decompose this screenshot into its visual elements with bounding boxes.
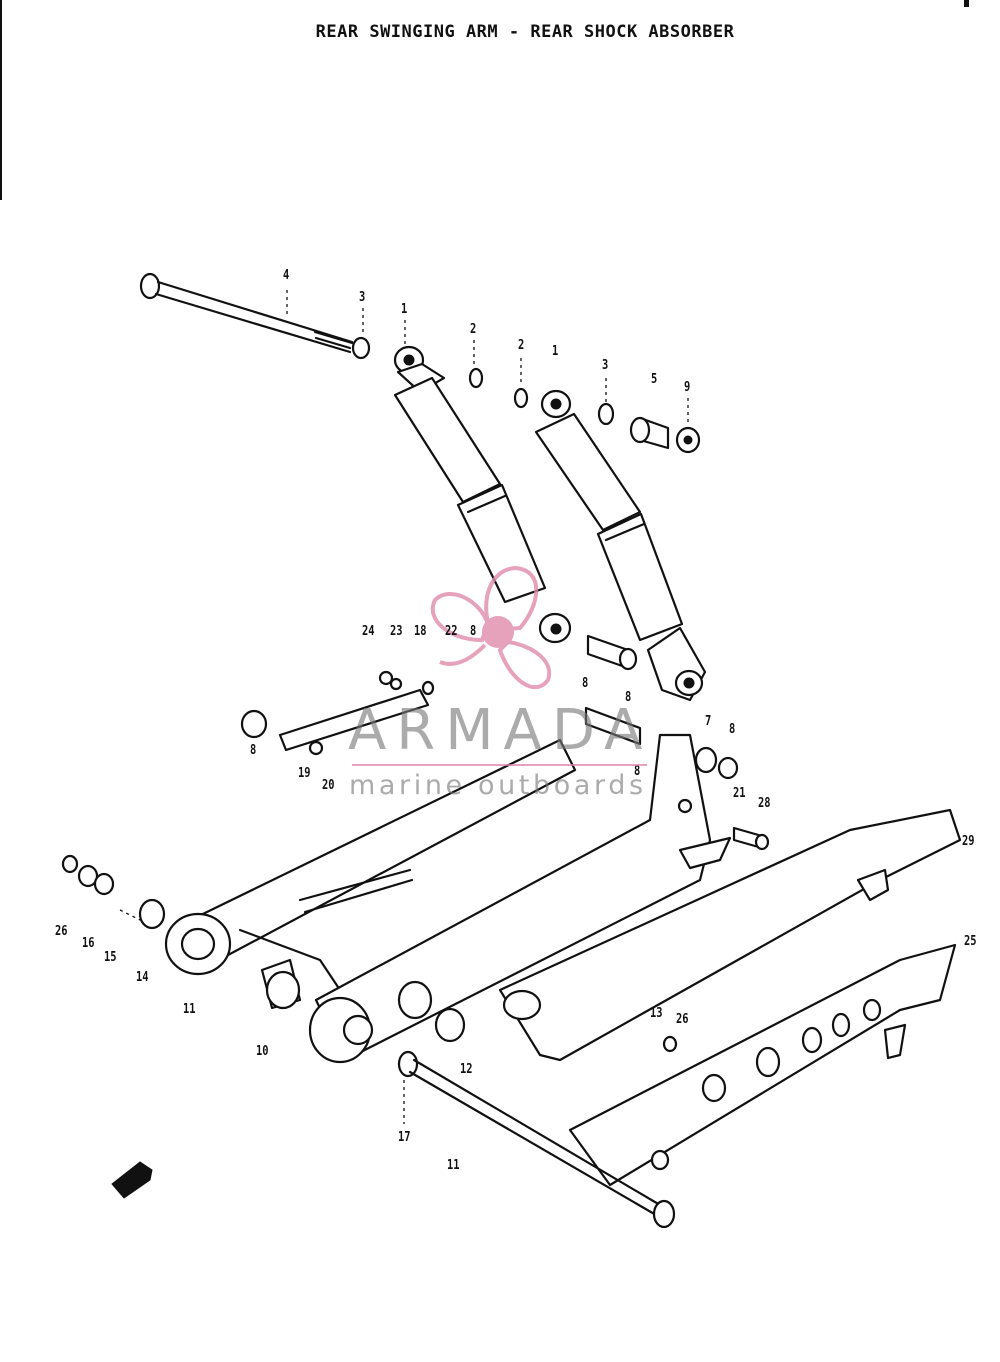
callout-label: 20 <box>322 778 335 793</box>
callout-label: 11 <box>183 1002 196 1017</box>
callout-label: 10 <box>256 1044 269 1059</box>
right-shock-absorber <box>534 389 707 702</box>
callout-label: 26 <box>676 1012 689 1027</box>
callout-label: 18 <box>414 624 427 639</box>
callout-label: 11 <box>447 1158 460 1173</box>
brake-link-parts <box>240 670 435 756</box>
callout-label: 28 <box>758 796 771 811</box>
callout-label: 2 <box>518 338 525 353</box>
pivot-shaft <box>397 1050 676 1229</box>
callout-label: 3 <box>359 290 366 305</box>
shock-bolt-part <box>139 272 371 360</box>
callout-label: 21 <box>733 786 746 801</box>
page-edge-rule <box>0 0 2 200</box>
callout-label: 29 <box>962 834 975 849</box>
callout-label: 8 <box>250 743 257 758</box>
callout-label: 2 <box>470 322 477 337</box>
callout-label: 12 <box>460 1062 473 1077</box>
corner-mark <box>964 0 969 7</box>
callout-label: 14 <box>136 970 149 985</box>
page-title: REAR SWINGING ARM - REAR SHOCK ABSORBER <box>315 22 735 42</box>
callout-label: 25 <box>964 934 977 949</box>
callout-label: 3 <box>602 358 609 373</box>
chain-case <box>568 943 957 1187</box>
callout-label: 8 <box>470 624 477 639</box>
callout-label: 9 <box>684 380 691 395</box>
chain-guard <box>498 808 962 1062</box>
callout-label: 1 <box>552 344 559 359</box>
callout-label: 22 <box>445 624 458 639</box>
watermark-rule <box>352 764 647 766</box>
callout-label: 8 <box>634 764 641 779</box>
callout-label: 8 <box>729 722 736 737</box>
left-shock-absorber <box>393 345 572 644</box>
propeller-logo-icon <box>430 565 552 690</box>
callout-label: 5 <box>651 372 658 387</box>
torque-bolt <box>662 826 770 1053</box>
swinging-arm-left <box>164 738 577 992</box>
callout-label: 19 <box>298 766 311 781</box>
callout-label: 7 <box>705 714 712 729</box>
leader-lines <box>119 290 689 1124</box>
callout-label: 24 <box>362 624 375 639</box>
swinging-arm-right <box>308 733 732 1064</box>
shock-bushings <box>468 367 701 454</box>
callout-label: 15 <box>104 950 117 965</box>
watermark-brand: ARMADA <box>348 698 653 763</box>
callout-label: 16 <box>82 936 95 951</box>
callout-label: 8 <box>625 690 632 705</box>
callout-label: 26 <box>55 924 68 939</box>
pivot-bushings <box>61 854 466 1043</box>
callout-label: 4 <box>283 268 290 283</box>
callout-label: 13 <box>650 1006 663 1021</box>
callout-label: 23 <box>390 624 403 639</box>
shock-pins <box>584 634 739 780</box>
callout-label: 8 <box>582 676 589 691</box>
stamp-icon <box>111 1161 153 1199</box>
callout-label: 1 <box>401 302 408 317</box>
callout-label: 17 <box>398 1130 411 1145</box>
watermark-tagline: marine outboards <box>349 770 647 801</box>
